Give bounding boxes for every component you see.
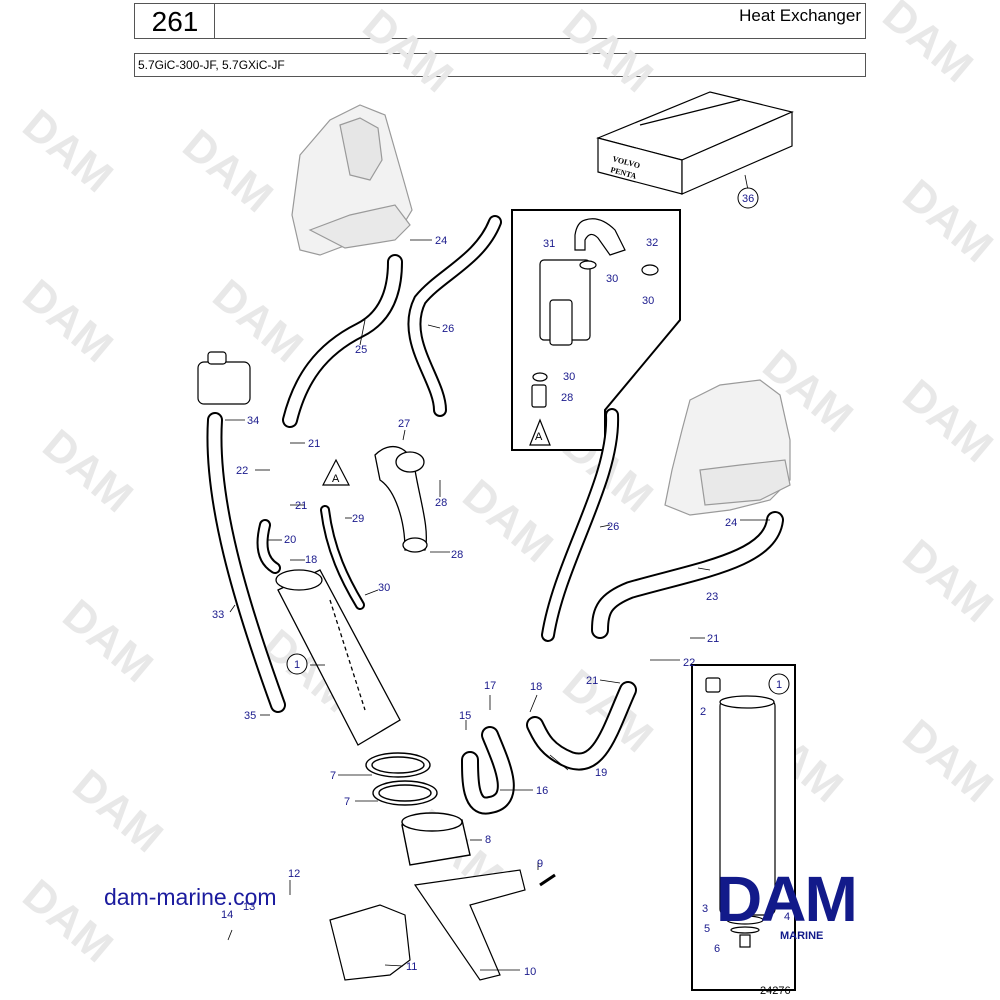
watermark-text: DAM	[454, 470, 562, 572]
callout-26: 26	[442, 323, 454, 335]
brand-logo-main: DAM	[716, 863, 858, 935]
watermark-text: DAM	[554, 0, 662, 102]
callout-4: 4	[784, 911, 790, 923]
callout-15: 15	[459, 710, 471, 722]
watermark-text: DAM	[54, 590, 162, 692]
callout-2: 2	[700, 706, 706, 718]
callout-31: 31	[543, 238, 555, 250]
callout-21: 21	[308, 438, 320, 450]
detail-inset-right	[691, 664, 796, 991]
watermark-text: DAM	[894, 170, 1000, 272]
callout-20: 20	[284, 534, 296, 546]
callout-27: 27	[398, 418, 410, 430]
watermark-text: DAM	[354, 0, 462, 102]
mounting-brackets	[329, 869, 556, 981]
callout-25: 25	[355, 344, 367, 356]
watermark-text: DAM	[174, 120, 282, 222]
callout-3: 3	[702, 903, 708, 915]
callout-26: 26	[607, 521, 619, 533]
watermark-text: DAM	[894, 530, 1000, 632]
callout-12: 12	[288, 868, 300, 880]
fuel-cooler-assembly	[531, 218, 659, 408]
hose-27	[374, 446, 428, 553]
callout-8: 8	[485, 834, 491, 846]
callout-9: 9	[537, 858, 543, 870]
brand-logo: DAM MARINE	[716, 863, 896, 946]
callout-19: 19	[595, 767, 607, 779]
callout-30: 30	[606, 273, 618, 285]
callout-5: 5	[704, 923, 710, 935]
callout-35: 35	[244, 710, 256, 722]
callout-18: 18	[530, 681, 542, 693]
callout-1: 1	[776, 679, 782, 691]
models-box: 5.7GiC-300-JF, 5.7GXiC-JF	[134, 53, 866, 77]
exhaust-manifold-right	[664, 379, 791, 516]
callout-30: 30	[378, 582, 390, 594]
callout-6: 6	[714, 943, 720, 955]
callout-11: 11	[406, 961, 417, 973]
callout-32: 32	[646, 237, 658, 249]
expansion-tank	[197, 351, 251, 405]
page-number-box: 261	[134, 3, 216, 39]
callout-18: 18	[305, 554, 317, 566]
parts-crate: VOLVO PENTA	[596, 91, 794, 195]
callout-21: 21	[707, 633, 719, 645]
heat-exchanger-main	[275, 569, 401, 746]
view-marker-triangle	[529, 418, 551, 446]
callout-24: 24	[725, 517, 737, 529]
callout-23: 23	[706, 591, 718, 603]
brand-logo-sub: MARINE	[780, 930, 824, 942]
callout-33: 33	[212, 609, 224, 621]
callout-17: 17	[484, 680, 496, 692]
callout-28: 28	[561, 392, 573, 404]
watermark-text: DAM	[894, 370, 1000, 472]
callout-22: 22	[236, 465, 248, 477]
page-title: Heat Exchanger	[739, 6, 861, 25]
drawing-number: 24276	[760, 985, 791, 997]
callout-7: 7	[344, 796, 350, 808]
exhaust-manifold-left	[291, 104, 413, 256]
callout-22: 22	[683, 657, 695, 669]
watermark-text: DAM	[874, 0, 982, 92]
callout-28: 28	[451, 549, 463, 561]
callout-36: 36	[742, 193, 754, 205]
watermark-url[interactable]: dam-marine.com	[104, 884, 277, 910]
callout-7: 7	[330, 770, 336, 782]
view-marker-a: A	[322, 458, 350, 486]
callout-14: 14	[221, 909, 233, 921]
watermark-text: DAM	[894, 710, 1000, 812]
callout-10: 10	[524, 966, 536, 978]
callout-34: 34	[247, 415, 259, 427]
callout-labels: 24 25 26 34 21 22 21 20 18 33 35 27 28 2…	[212, 235, 790, 978]
page-number: 261	[151, 6, 199, 37]
callout-30: 30	[642, 295, 654, 307]
watermark-text: DAM	[14, 100, 122, 202]
engine-models: 5.7GiC-300-JF, 5.7GXiC-JF	[138, 58, 285, 72]
leader-lines	[225, 174, 770, 971]
watermark-text: DAM	[34, 420, 142, 522]
circled-callouts: 36 1 1	[286, 187, 790, 695]
watermark-text: DAM	[14, 270, 122, 372]
watermark-text: DAM	[64, 760, 172, 862]
callout-21: 21	[295, 500, 307, 512]
callout-30: 30	[563, 371, 575, 383]
callout-1: 1	[294, 659, 300, 671]
callout-28: 28	[435, 497, 447, 509]
callout-13: 13	[243, 901, 255, 913]
clamps-and-sleeve	[365, 752, 471, 866]
callout-29: 29	[352, 513, 364, 525]
view-marker-label: A	[332, 473, 340, 485]
callout-24: 24	[435, 235, 447, 247]
callout-16: 16	[536, 785, 548, 797]
hose-layer	[206, 215, 784, 815]
title-box: Heat Exchanger	[214, 3, 866, 39]
detail-inset-a: A	[511, 209, 681, 451]
view-marker-label: A	[535, 431, 543, 443]
watermark-layer: DAM DAM DAM DAM DAM DAM DAM DAM DAM DAM …	[14, 0, 1000, 972]
callout-21: 21	[586, 675, 598, 687]
